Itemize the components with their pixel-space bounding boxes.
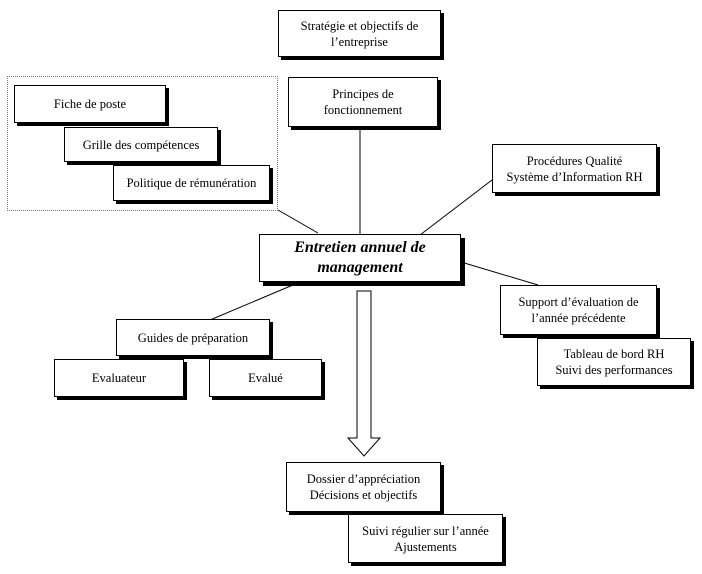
- down-arrow-icon: [346, 290, 382, 457]
- entretien-box: Entretien annuel de management: [259, 234, 461, 282]
- guides-box: Guides de préparation: [116, 319, 270, 356]
- strategie-line-2: l’entreprise: [331, 34, 388, 49]
- strategie-box: Stratégie et objectifs de l’entreprise: [278, 10, 441, 57]
- job-references-group: [7, 76, 278, 211]
- support-line-1: Support d’évaluation de: [518, 295, 639, 309]
- dossier-line-2: Décisions et objectifs: [309, 488, 418, 502]
- entretien-line-1: Entretien annuel de: [294, 239, 426, 256]
- dossier-box: Dossier d’appréciation Décisions et obje…: [286, 462, 441, 512]
- politique-box: Politique de rémunération: [113, 165, 270, 201]
- evalue-box: Evalué: [209, 359, 322, 397]
- evaluateur-label: Evaluateur: [91, 371, 147, 385]
- entretien-line-2: management: [317, 259, 403, 276]
- suivi-line-1: Suivi régulier sur l’année: [362, 523, 489, 538]
- procedures-line-2: Système d’Information RH: [506, 169, 643, 184]
- grille-label: Grille des compétences: [82, 137, 200, 152]
- fiche-box: Fiche de poste: [14, 85, 166, 123]
- principes-line-2: fonctionnement: [323, 103, 403, 117]
- dossier-line-1: Dossier d’appréciation: [306, 472, 421, 486]
- principes-line-1: Principes de: [332, 87, 394, 101]
- connector-entretien-support: [460, 261, 539, 286]
- connector-entretien-guides: [209, 281, 301, 321]
- guides-label: Guides de préparation: [137, 330, 249, 345]
- fiche-label: Fiche de poste: [53, 97, 127, 111]
- support-box: Support d’évaluation de l’année précéden…: [500, 285, 657, 335]
- politique-label: Politique de rémunération: [126, 176, 257, 190]
- procedures-box: Procédures Qualité Système d’Information…: [492, 144, 657, 193]
- suivi-line-2: Ajustements: [394, 539, 457, 554]
- tableau-line-2: Suivi des performances: [555, 363, 673, 377]
- strategie-line-1: Stratégie et objectifs de: [300, 18, 419, 33]
- principes-box: Principes de fonctionnement: [288, 77, 438, 127]
- evaluateur-box: Evaluateur: [54, 359, 184, 397]
- connector-group-entretien: [277, 209, 319, 234]
- tableau-line-1: Tableau de bord RH: [563, 347, 665, 361]
- grille-box: Grille des compétences: [64, 127, 218, 162]
- procedures-line-1: Procédures Qualité: [526, 153, 623, 168]
- tableau-box: Tableau de bord RH Suivi des performance…: [537, 338, 691, 386]
- connector-procedures-entretien: [419, 179, 493, 236]
- evalue-label: Evalué: [248, 371, 283, 385]
- suivi-box: Suivi régulier sur l’année Ajustements: [348, 514, 503, 563]
- support-line-2: l’année précédente: [531, 311, 626, 325]
